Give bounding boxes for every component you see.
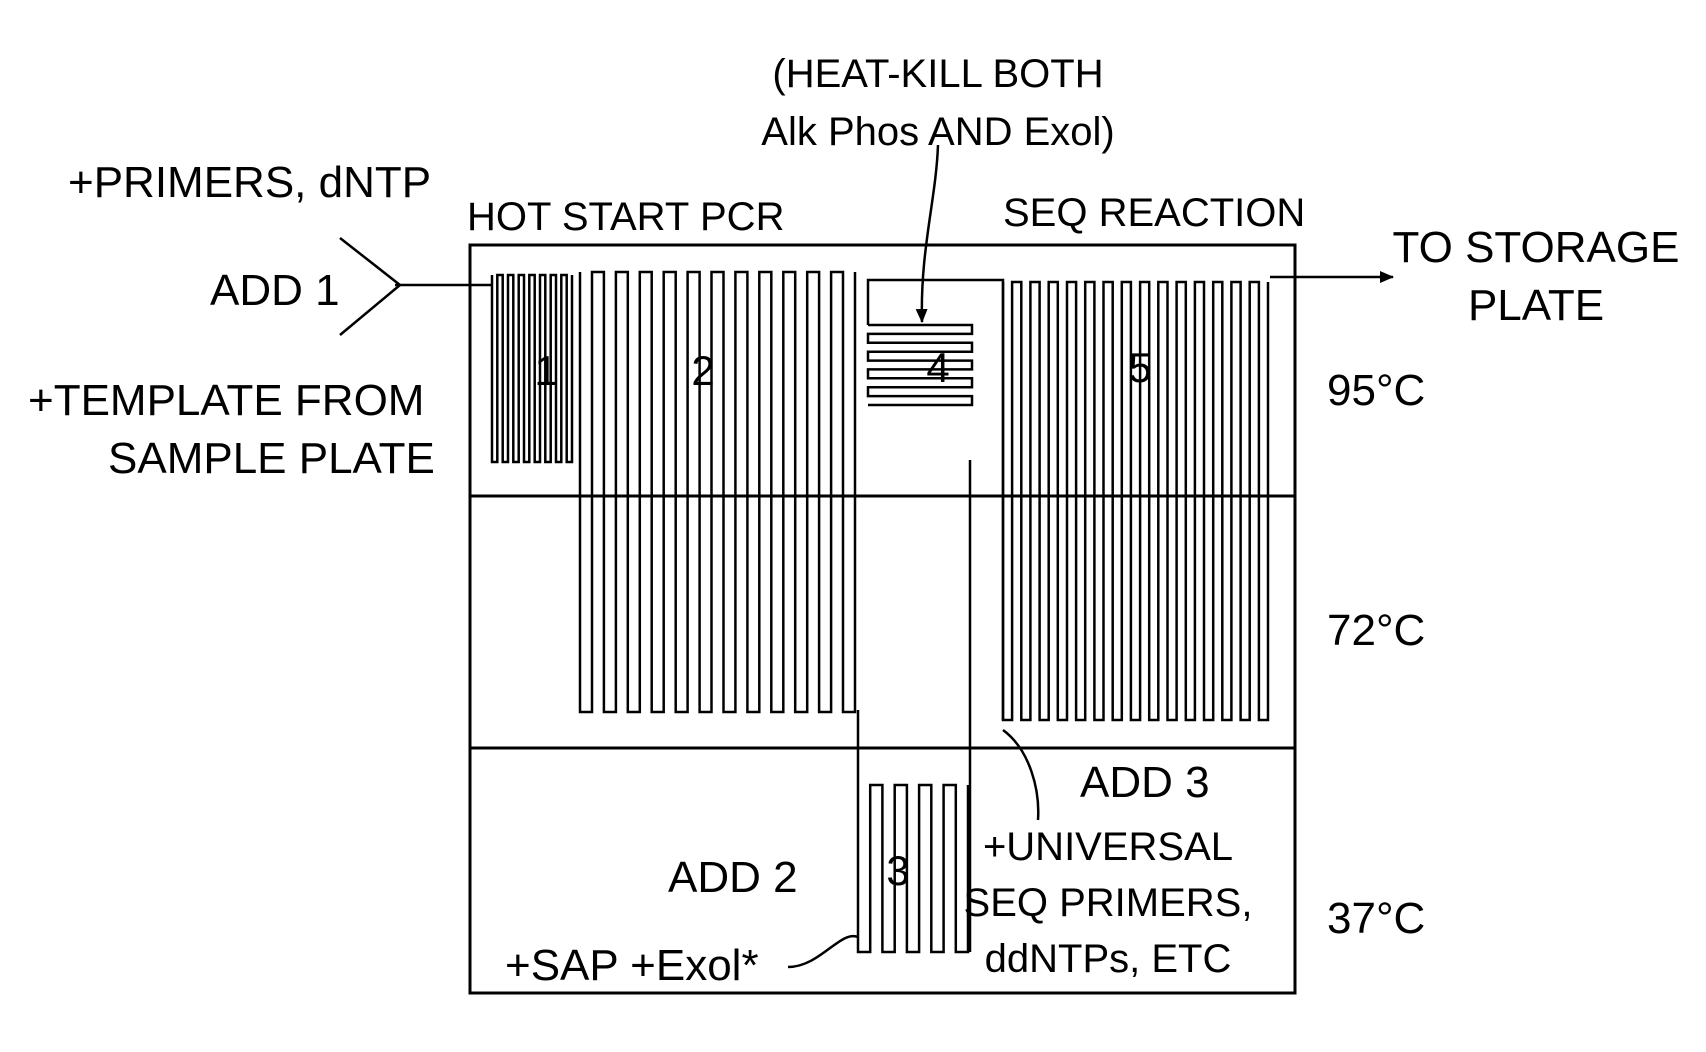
primers-label: +PRIMERS, dNTP bbox=[68, 158, 431, 207]
heat-kill-label-2: Alk Phos AND Exol) bbox=[761, 110, 1114, 154]
to-storage-label: TO STORAGE bbox=[1393, 223, 1680, 272]
seq-reaction-label: SEQ REACTION bbox=[1003, 191, 1305, 235]
add3-label: ADD 3 bbox=[1080, 758, 1210, 807]
temperature-72: 72°C bbox=[1327, 606, 1425, 655]
section-4-number: 4 bbox=[926, 344, 949, 391]
universal-label-2: SEQ PRIMERS, bbox=[964, 881, 1253, 925]
serpentine-channel-3 bbox=[858, 785, 968, 952]
pcr-label: PCR bbox=[700, 195, 784, 239]
serpentine-section-2 bbox=[580, 272, 855, 712]
hot-start-label: HOT START bbox=[467, 195, 689, 239]
heat-kill-arrow bbox=[922, 145, 938, 322]
add2-label: ADD 2 bbox=[668, 853, 798, 902]
temperature-95: 95°C bbox=[1327, 366, 1425, 415]
sap-exo-label: +SAP +Exol* bbox=[505, 941, 759, 990]
universal-label-3: ddNTPs, ETC bbox=[985, 937, 1232, 981]
serpentine-channel-4 bbox=[868, 325, 972, 405]
section-3-number: 3 bbox=[886, 847, 909, 894]
universal-label: +UNIVERSAL bbox=[983, 825, 1233, 869]
template-label: +TEMPLATE FROM bbox=[28, 376, 424, 425]
temperature-37: 37°C bbox=[1327, 894, 1425, 943]
section-2-number: 2 bbox=[691, 347, 714, 394]
section-5-number: 5 bbox=[1128, 344, 1151, 391]
serpentine-section-4 bbox=[868, 325, 972, 405]
add2-leader bbox=[788, 936, 858, 967]
inlet-funnel bbox=[340, 238, 400, 335]
section-1-number: 1 bbox=[534, 347, 557, 394]
heat-kill-label: (HEAT-KILL BOTH bbox=[772, 52, 1103, 96]
to-storage-label-2: PLATE bbox=[1468, 281, 1604, 330]
serpentine-channel-2 bbox=[580, 272, 855, 712]
add3-leader bbox=[1003, 730, 1038, 820]
serpentine-section-1 bbox=[492, 275, 572, 462]
serpentine-channel-1 bbox=[492, 275, 572, 462]
serpentine-section-3 bbox=[858, 785, 968, 952]
add1-label: ADD 1 bbox=[210, 266, 340, 315]
template-label-2: SAMPLE PLATE bbox=[108, 434, 435, 483]
